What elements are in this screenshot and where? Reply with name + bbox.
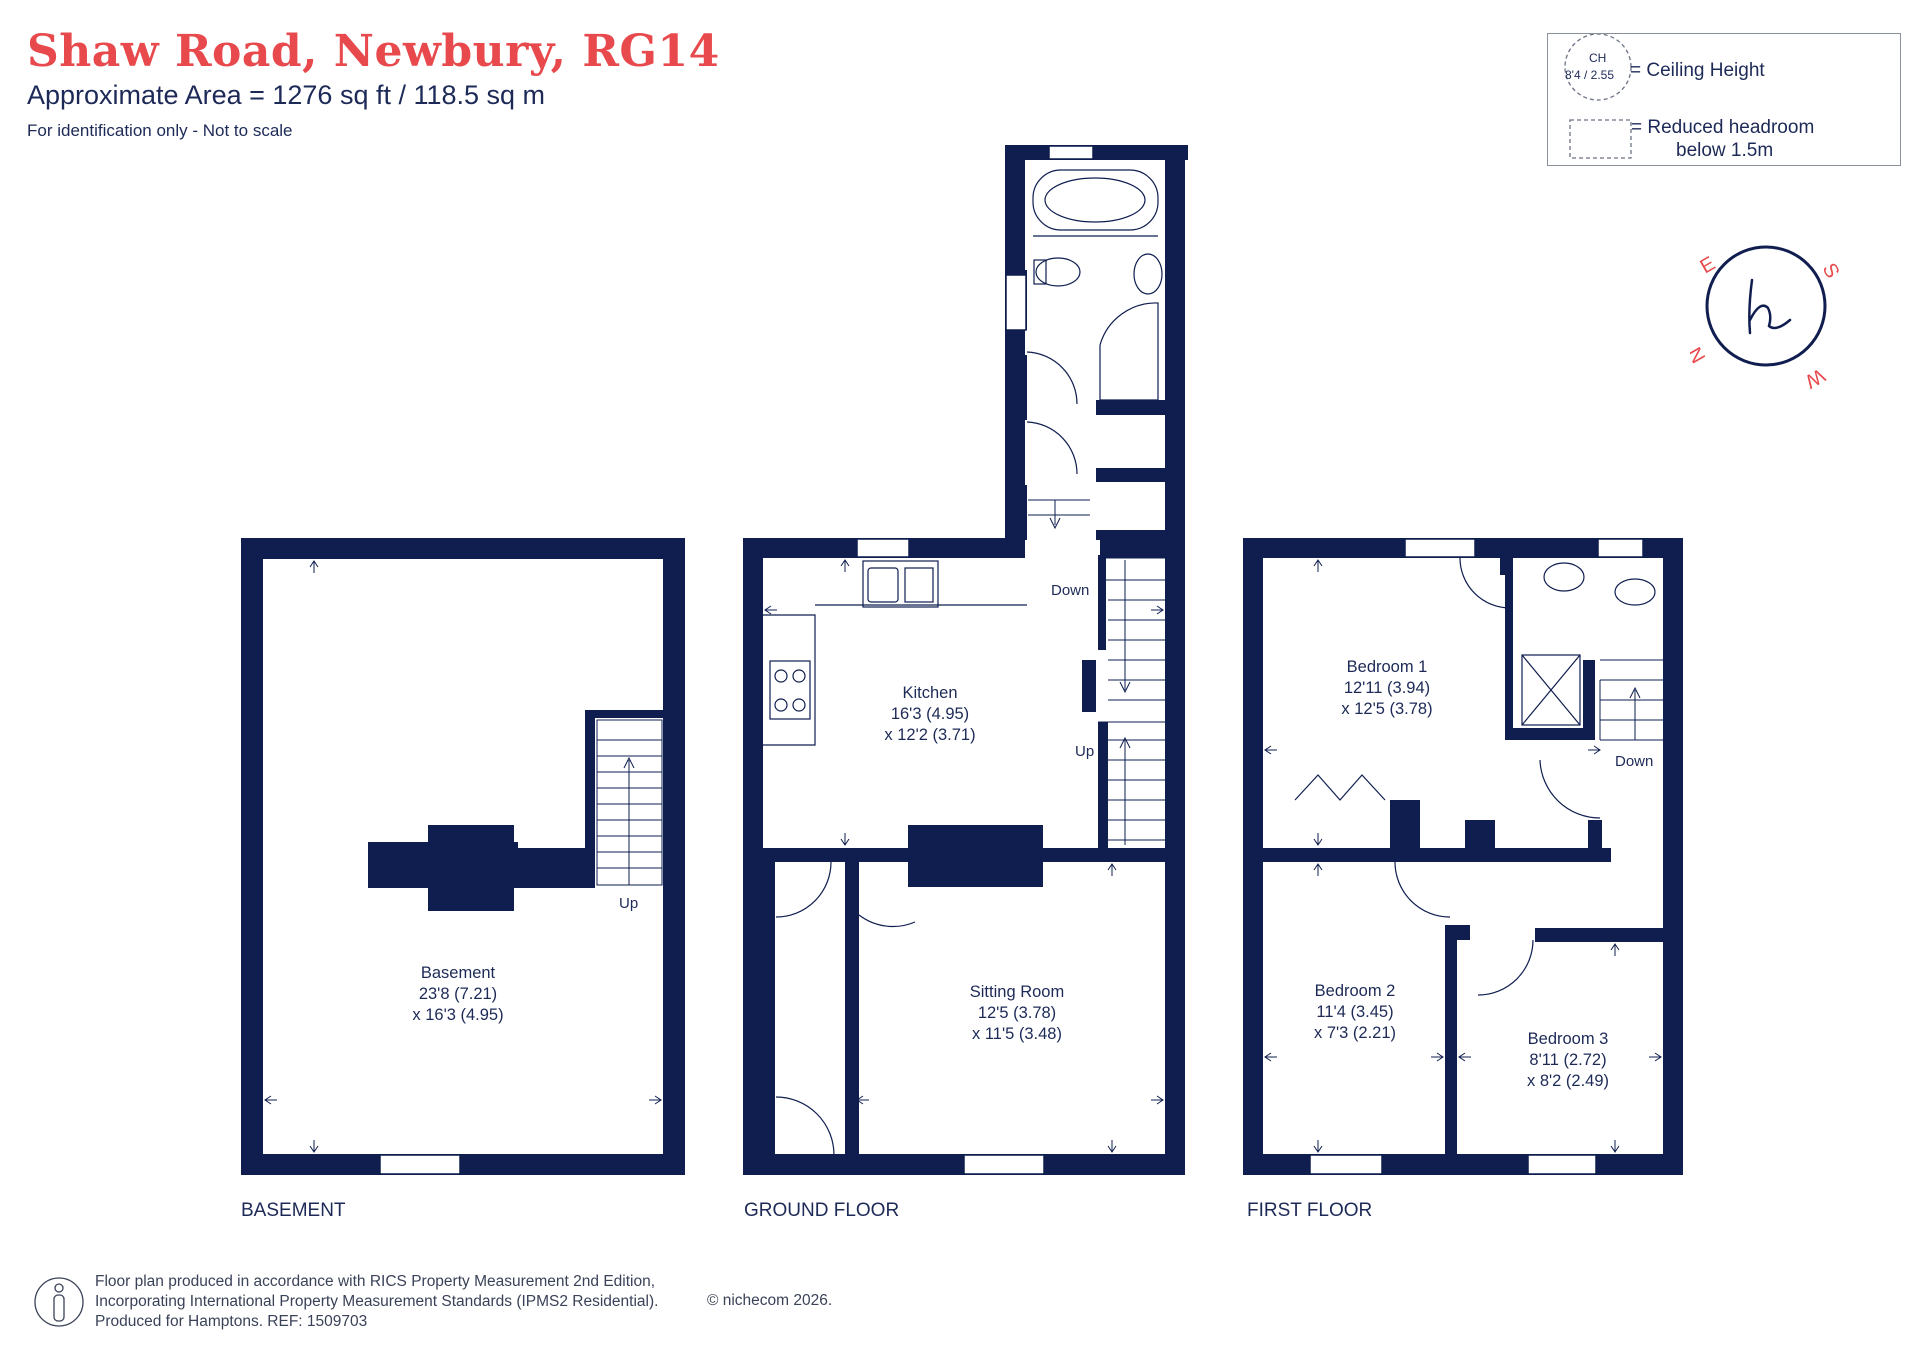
floor-label-ground: GROUND FLOOR <box>744 1200 900 1221</box>
floor-label-first: FIRST FLOOR <box>1247 1200 1373 1221</box>
ensuite-basin-icon <box>1543 562 1585 592</box>
room-labels: Basement 23'8 (7.21) x 16'3 (4.95) Kitch… <box>412 582 1653 1090</box>
basement-name: Basement <box>421 964 496 982</box>
kitchen-dim1: 16'3 (4.95) <box>891 705 969 723</box>
basement-walls <box>241 538 685 1175</box>
compass-logo: E S N W <box>1690 245 1843 392</box>
legend-symbols <box>1564 34 1632 159</box>
bedroom2-name: Bedroom 2 <box>1315 982 1396 1000</box>
ground-stairs-down: Down <box>1051 582 1089 599</box>
approximate-area: Approximate Area = 1276 sq ft / 118.5 sq… <box>27 80 546 110</box>
shower-icon <box>1099 302 1159 401</box>
person-scale-icon <box>34 1277 84 1327</box>
basement-dim1: 23'8 (7.21) <box>419 985 497 1003</box>
bedroom3-dim1: 8'11 (2.72) <box>1529 1051 1606 1069</box>
bedroom3-name: Bedroom 3 <box>1528 1030 1609 1048</box>
windows <box>379 145 1644 1175</box>
sitting-room-name: Sitting Room <box>970 983 1064 1001</box>
footer-notes: Floor plan produced in accordance with R… <box>95 1272 658 1332</box>
kitchen-dim2: x 12'2 (3.71) <box>884 726 975 744</box>
ground-stairs-up: Up <box>1075 743 1094 760</box>
legend-ceiling-height: = Ceiling Height <box>1630 60 1765 81</box>
footer-line1: Floor plan produced in accordance with R… <box>95 1273 656 1290</box>
toilet-icon <box>1035 257 1081 287</box>
legend-ch-label: CH <box>1589 51 1607 65</box>
copyright: © nichecom 2026. <box>707 1292 833 1309</box>
stairs <box>596 499 1663 886</box>
bedroom2-dim1: 11'4 (3.45) <box>1316 1003 1393 1021</box>
legend-box: CH 8'4 / 2.55 = Ceiling Height = Reduced… <box>1547 33 1901 166</box>
bedroom1-dim1: 12'11 (3.94) <box>1344 679 1430 697</box>
ensuite-toilet-icon <box>1614 578 1656 606</box>
floor-label-basement: BASEMENT <box>241 1200 346 1221</box>
sitting-room-dim2: x 11'5 (3.48) <box>972 1025 1062 1043</box>
bedroom1-name: Bedroom 1 <box>1347 658 1428 676</box>
dimension-arrows <box>264 559 1662 1153</box>
bedroom3-dim2: x 8'2 (2.49) <box>1527 1072 1609 1090</box>
footer-line3: Produced for Hamptons. REF: 1509703 <box>95 1313 368 1330</box>
bath-icon <box>1032 169 1159 231</box>
property-title: Shaw Road, Newbury, RG14 <box>27 26 720 77</box>
first-floor-walls <box>1243 538 1683 1175</box>
first-stairs-down: Down <box>1615 753 1653 770</box>
identification-note: For identification only - Not to scale <box>27 121 293 140</box>
legend-below: below 1.5m <box>1676 140 1774 161</box>
legend-ch-value: 8'4 / 2.55 <box>1565 68 1614 82</box>
bedroom2-dim2: x 7'3 (2.21) <box>1314 1024 1396 1042</box>
sitting-room-dim1: 12'5 (3.78) <box>978 1004 1056 1022</box>
ensuite-shower-icon <box>1521 654 1581 726</box>
fixtures <box>763 169 1656 746</box>
hob-icon <box>769 660 811 720</box>
bedroom1-dim2: x 12'5 (3.78) <box>1341 700 1432 718</box>
footer-line2: Incorporating International Property Mea… <box>95 1293 659 1310</box>
door-swings <box>775 351 1601 1156</box>
legend-reduced-headroom: = Reduced headroom <box>1631 117 1815 138</box>
kitchen-sink-icon <box>862 560 939 608</box>
basement-dim2: x 16'3 (4.95) <box>412 1006 503 1024</box>
basin-icon <box>1133 253 1163 295</box>
basement-stairs-up: Up <box>619 895 638 912</box>
h-monogram-icon <box>1748 278 1792 335</box>
kitchen-name: Kitchen <box>902 684 957 702</box>
